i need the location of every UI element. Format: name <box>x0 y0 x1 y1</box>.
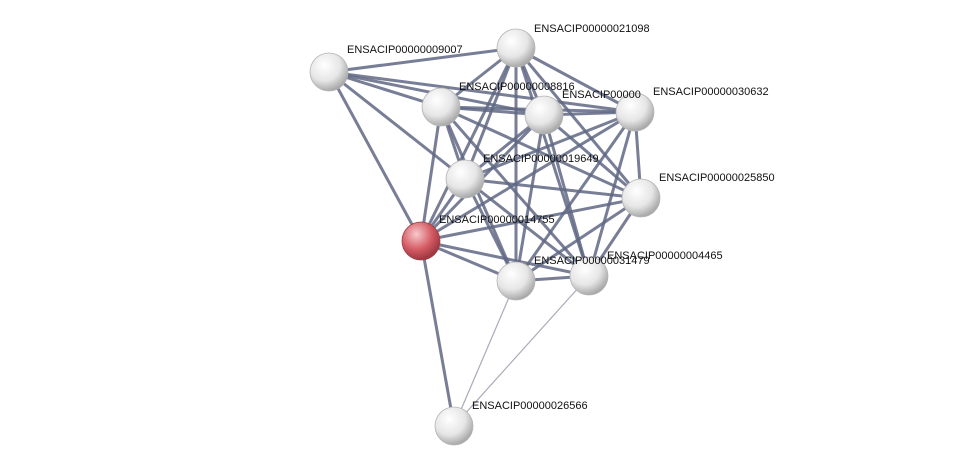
node-label-n31479: ENSACIP00000031479 <box>534 255 650 267</box>
nodes-layer <box>309 28 661 446</box>
node-n14755[interactable] <box>401 221 441 261</box>
node-label-n25850: ENSACIP00000025850 <box>659 172 775 184</box>
edge-n4465-n26566 <box>453 275 590 427</box>
node-n31479[interactable] <box>496 261 536 301</box>
labels-layer: ENSACIP00000009007 ENSACIP00000021098ENSA… <box>347 23 775 412</box>
edges-layer <box>327 46 643 427</box>
edge-n9007-n14755 <box>327 71 423 242</box>
edge-n21098-n25850 <box>514 47 643 199</box>
node-label-n8816: ENSACIP00000008816 <box>459 81 575 93</box>
node-n4465[interactable] <box>569 256 609 296</box>
edge-n19649-n25850 <box>464 177 642 200</box>
edge-nmid-n25850 <box>543 113 642 200</box>
node-label-n9007: ENSACIP00000009007 <box>347 44 463 56</box>
edge-n19649-n4465 <box>464 177 590 278</box>
node-n21098[interactable] <box>496 28 536 68</box>
edge-n9007-n21098 <box>328 46 517 74</box>
node-label-n19649: ENSACIP00000019649 <box>483 153 599 165</box>
edge-n25850-n14755 <box>420 196 642 243</box>
node-n9007[interactable] <box>309 52 349 92</box>
edge-n9007-n30632 <box>328 70 636 114</box>
edge-n25850-n31479 <box>515 196 642 283</box>
edge-nmid-n4465 <box>542 114 591 277</box>
edge-n30632-n31479 <box>514 111 637 282</box>
node-label-n30632: ENSACIP00000030632 <box>653 86 769 98</box>
edge-n21098-n14755 <box>419 47 518 242</box>
node-label-n14755: ENSACIP00000014755 <box>439 214 555 226</box>
node-n26566[interactable] <box>434 406 474 446</box>
edge-n9007-n8816 <box>328 70 442 109</box>
node-n25850[interactable] <box>621 178 661 218</box>
node-n8816[interactable] <box>421 87 461 127</box>
node-n19649[interactable] <box>445 159 485 199</box>
edge-nmid-n31479 <box>514 114 546 282</box>
edge-n31479-n26566 <box>453 280 517 427</box>
edge-n30632-n14755 <box>420 110 636 243</box>
edge-n21098-n19649 <box>463 47 518 180</box>
edge-n9007-n19649 <box>328 70 466 181</box>
node-label-n21098: ENSACIP00000021098 <box>534 23 650 35</box>
edge-n30632-n19649 <box>464 110 636 181</box>
node-label-n26566: ENSACIP00000026566 <box>472 400 588 412</box>
edge-n8816-n31479 <box>439 106 518 282</box>
node-nmid[interactable] <box>524 95 564 135</box>
edge-n8816-n25850 <box>440 105 642 200</box>
edge-n8816-n14755 <box>419 106 443 242</box>
node-n30632[interactable] <box>615 92 655 132</box>
node-label-n4465: ENSACIP00000004465 <box>607 250 723 262</box>
edge-n14755-n26566 <box>419 240 456 427</box>
node-label-nmid: ENSACIP00000 <box>562 89 641 101</box>
edge-n21098-n30632 <box>515 46 636 114</box>
edge-n14755-n4465 <box>420 239 590 278</box>
